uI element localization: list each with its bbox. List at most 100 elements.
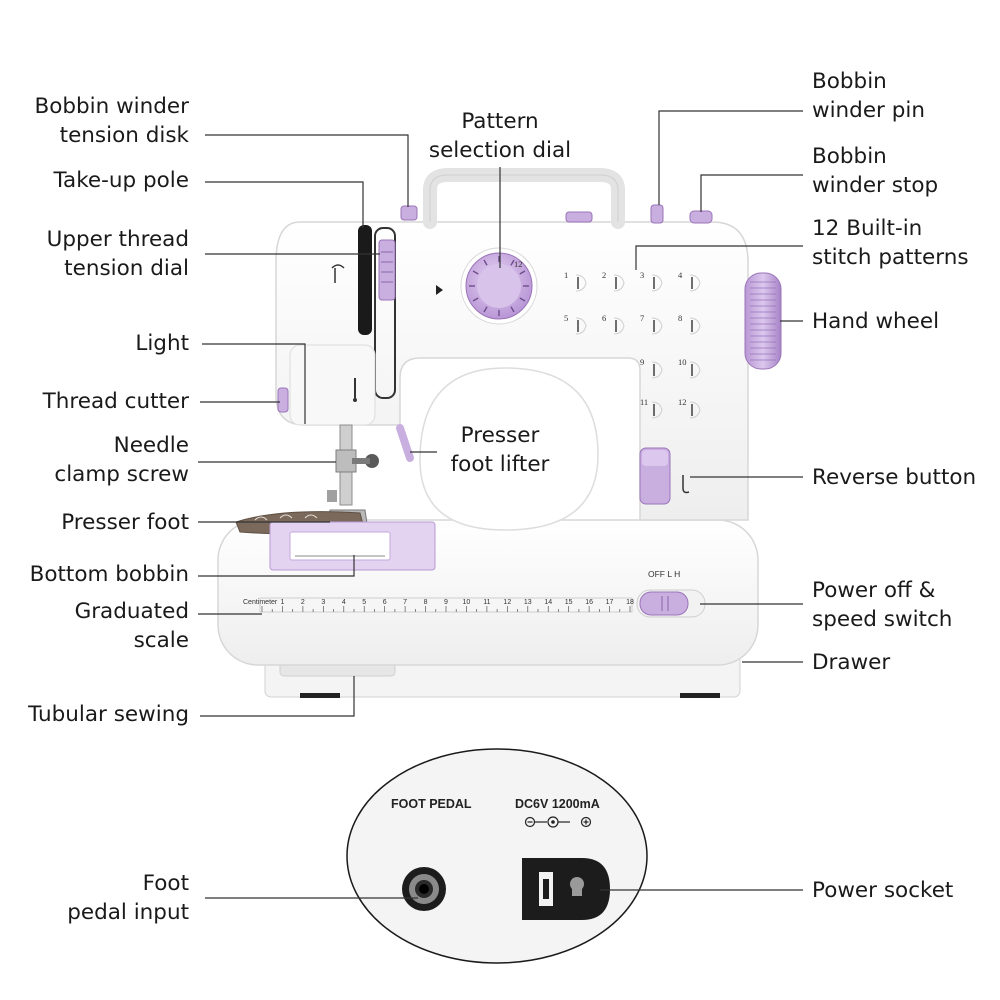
stitch-icon (613, 317, 625, 335)
label-thread-cutter: Thread cutter (43, 387, 189, 416)
label-line: Bobbin (812, 69, 887, 94)
label-light: Light (135, 329, 189, 358)
bobbin-winder-stop-shape (689, 210, 713, 224)
power-speed-switch-shape: OFF L H (636, 569, 706, 618)
presser-foot-lifter-shape (396, 424, 414, 462)
label-line: pedal input (67, 900, 189, 925)
label-line: Foot (142, 871, 189, 896)
label-pattern-selection-dial: Pattern selection dial (410, 107, 590, 165)
stitch-number: 3 (640, 270, 644, 280)
label-line: scale (133, 628, 189, 653)
stitch-number: 7 (640, 313, 644, 323)
label-tubular-sewing: Tubular sewing (28, 700, 189, 729)
leader-lines (198, 110, 803, 899)
label-line: selection dial (428, 138, 572, 163)
stitch-number: 9 (640, 357, 644, 367)
scale-number: 1 (280, 599, 284, 606)
label-line: winder pin (812, 98, 925, 123)
bobbin-winder-pin-shape (565, 204, 664, 224)
label-presser-foot-lifter: Presser foot lifter (420, 421, 580, 479)
scale-number: 11 (483, 599, 490, 606)
label-line: Pattern (461, 109, 539, 134)
stitch-icon (651, 274, 663, 292)
stitch-icon (575, 317, 587, 335)
stitch-number: 4 (678, 270, 683, 280)
label-line: Power socket (812, 878, 954, 903)
dial-tick (519, 297, 526, 302)
switch-caption: OFF L H (648, 569, 680, 579)
power-socket-icon (522, 858, 610, 920)
label-bobbin-winder-pin: Bobbin winder pin (812, 67, 925, 125)
label-presser-foot: Presser foot (61, 508, 189, 537)
label-line: Bobbin (812, 144, 887, 169)
scale-caption: Centimeter (243, 599, 278, 606)
label-line: Presser (460, 423, 540, 448)
scale-number: 15 (565, 599, 573, 606)
label-line: tension dial (64, 256, 189, 281)
scale-number: 17 (606, 599, 614, 606)
label-take-up-pole: Take-up pole (53, 166, 189, 195)
label-line: Thread cutter (42, 389, 189, 414)
stitch-icon (651, 401, 663, 419)
stitch-icon (651, 361, 663, 379)
label-line: Power off & (812, 578, 936, 603)
upper-thread-tension-dial-shape (378, 239, 396, 301)
dial-tick (472, 297, 479, 302)
label-power-switch: Power off & speed switch (812, 576, 952, 634)
label-line: Hand wheel (812, 309, 940, 334)
label-bobbin-winder-stop: Bobbin winder stop (812, 142, 938, 200)
label-line: Graduated (74, 599, 189, 624)
foot-pedal-panel-label: FOOT PEDAL (391, 797, 472, 811)
stitch-number: 11 (640, 397, 648, 407)
label-line: Upper thread (46, 227, 189, 252)
stitch-icon (651, 317, 663, 335)
dial-number: 12 (514, 259, 523, 269)
scale-number: 6 (383, 599, 387, 606)
polarity-symbol-icon (524, 816, 592, 828)
dial-tick (510, 306, 515, 313)
label-line: tension disk (59, 123, 189, 148)
label-line: 12 Built-in (812, 216, 923, 241)
label-line: Light (135, 331, 189, 356)
stitch-number: 2 (602, 270, 606, 280)
label-line: Drawer (812, 650, 891, 675)
scale-number: 14 (544, 599, 552, 606)
stitch-icon (689, 401, 701, 419)
label-line: Bobbin winder (34, 94, 189, 119)
label-stitch-patterns: 12 Built-in stitch patterns (812, 214, 969, 272)
label-reverse-button: Reverse button (812, 463, 976, 492)
label-graduated-scale: Graduated scale (75, 597, 189, 655)
stitch-number: 10 (678, 357, 687, 367)
label-needle-clamp-screw: Needle clamp screw (54, 431, 189, 489)
label-line: clamp screw (54, 462, 189, 487)
light-housing-shape (289, 264, 376, 426)
power-rating-label: DC6V 1200mA (515, 797, 600, 811)
dial-tick (519, 270, 526, 275)
label-upper-thread-tension-dial: Upper thread tension dial (47, 225, 189, 283)
scale-number: 2 (301, 599, 305, 606)
scale-number: 13 (524, 599, 532, 606)
label-hand-wheel: Hand wheel (812, 307, 939, 336)
dial-tick (483, 259, 488, 266)
stitch-number: 1 (564, 270, 568, 280)
stitch-icon (575, 274, 587, 292)
bobbin-winder-tension-disk-shape (400, 205, 418, 221)
reverse-button-shape (639, 447, 690, 505)
rear-panel-closeup: FOOT PEDAL DC6V 1200mA (346, 748, 648, 964)
needle-plate-shape (269, 521, 436, 571)
scale-number: 8 (424, 599, 428, 606)
label-foot-pedal-input: Foot pedal input (67, 869, 189, 927)
scale-number: 10 (463, 599, 471, 606)
scale-number: 12 (503, 599, 511, 606)
stitch-icon (613, 274, 625, 292)
dial-tick (472, 270, 479, 275)
scale-number: 5 (362, 599, 366, 606)
stitch-icon (689, 361, 701, 379)
stitch-icon (689, 274, 701, 292)
scale-number: 16 (585, 599, 593, 606)
stitch-number: 6 (602, 313, 606, 323)
stitch-number: 5 (564, 313, 568, 323)
